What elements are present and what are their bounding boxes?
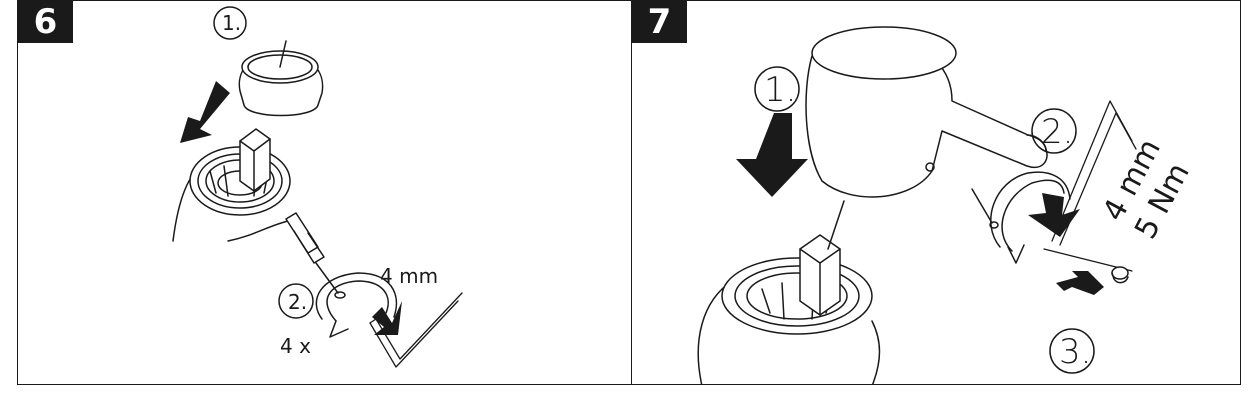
faucet-body (697, 257, 881, 384)
step-7-badge: 7 (632, 1, 687, 43)
rotation-arrow (315, 272, 398, 338)
step-6-label-1: 1. (222, 11, 241, 35)
step-7-panel: 7 (631, 0, 1241, 385)
cartridge-stem (239, 128, 271, 192)
tighten-arrow (372, 301, 402, 335)
tighten-arrow (1028, 193, 1080, 237)
step-7-label-3: 3. (1059, 332, 1091, 372)
guide-line (827, 200, 845, 250)
insert-arrow (1056, 271, 1104, 295)
step-6-circle-1 (213, 6, 247, 40)
step-7-circle-2 (1031, 108, 1077, 154)
repeat-count-label: 4 x (280, 334, 311, 358)
step-7-label-2: 2. (1041, 112, 1073, 152)
grub-screw (285, 212, 346, 299)
down-arrow (736, 113, 808, 197)
handle-lever (805, 26, 1048, 198)
down-arrow (180, 81, 230, 143)
cap-plug (1111, 266, 1129, 284)
step-7-circle-1 (754, 66, 800, 112)
faucet-body (172, 146, 291, 242)
cartridge-stem (799, 234, 841, 316)
step-7-circle-3 (1049, 328, 1095, 374)
hex-size-label: 4 mm (380, 264, 438, 288)
step-7-illustration: 1. 2. 3. 4 mm 5 Nm (697, 26, 1197, 384)
step-6-label-2: 2. (288, 290, 307, 314)
escutcheon-ring (238, 40, 324, 117)
rotation-arrow (971, 171, 1071, 264)
step-6-illustration: 1. 2. 4 mm 4 x (172, 6, 463, 368)
step-6-circle-2 (278, 283, 314, 319)
step-7-label-1: 1. (764, 70, 796, 110)
step-6-badge: 6 (18, 1, 73, 43)
step-6-panel: 6 (17, 0, 632, 385)
